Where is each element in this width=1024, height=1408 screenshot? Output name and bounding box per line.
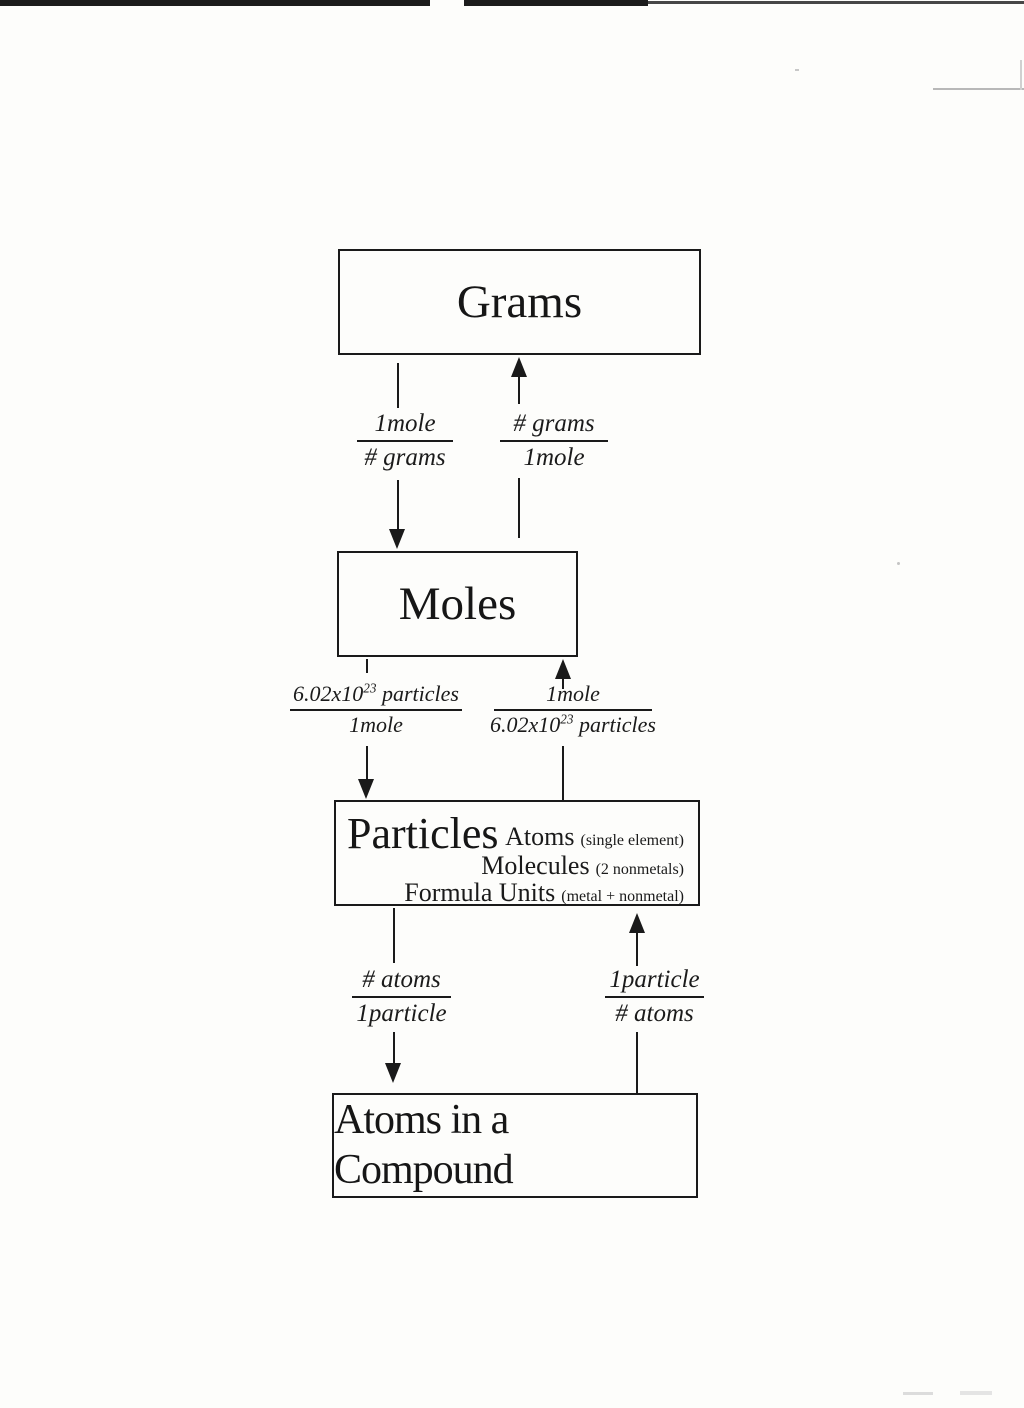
connector-atoms-to-particles-upper — [636, 931, 638, 966]
fraction-denominator: # grams — [364, 444, 446, 471]
fraction-bar — [605, 996, 704, 998]
arrowhead-up-icon — [511, 357, 527, 377]
connector-atoms-to-particles-lower — [636, 1032, 638, 1093]
particle-type-note: (single element) — [580, 832, 684, 849]
fraction-denominator: 6.02x1023 particles — [490, 711, 656, 738]
connector-particles-to-moles-lower — [562, 746, 564, 800]
moles-box: Moles — [337, 551, 578, 657]
connector-moles-to-particles-upper — [366, 659, 368, 673]
connector-moles-to-particles-lower — [366, 746, 368, 782]
connector-grams-to-moles-upper — [397, 363, 399, 408]
arrowhead-down-icon — [358, 779, 374, 799]
atoms-in-compound-label: Atoms in a Compound — [334, 1097, 514, 1194]
denominator-superscript: 23 — [560, 711, 574, 727]
particles-label: Particles — [347, 809, 499, 858]
scan-artifact-speck — [795, 69, 799, 71]
scan-artifact-top-bar — [0, 0, 648, 6]
particle-type-name: Molecules — [481, 851, 590, 880]
scan-artifact-topright-vline — [1020, 60, 1022, 90]
fraction-atoms-to-particles: 1particle # atoms — [605, 966, 704, 1028]
scan-artifact-topright-hline — [933, 88, 1024, 90]
scan-artifact-speck — [897, 562, 900, 565]
connector-particles-to-atoms-upper — [393, 908, 395, 963]
particle-type-molecules: Molecules (2 nonmetals) — [481, 851, 684, 881]
arrowhead-down-icon — [389, 529, 405, 549]
scan-artifact-top-bar-right — [648, 1, 1024, 4]
fraction-numerator: 1mole — [546, 681, 600, 706]
arrowhead-up-icon — [629, 913, 645, 933]
denominator-base: 6.02x10 — [490, 711, 561, 737]
fraction-particles-to-moles: 1mole 6.02x1023 particles — [490, 681, 656, 737]
scan-artifact-bottom-mark — [960, 1391, 992, 1395]
particle-type-name: Atoms — [505, 822, 575, 851]
connector-moles-to-grams-upper — [518, 375, 520, 404]
fraction-denominator: # atoms — [615, 1000, 694, 1027]
fraction-moles-to-grams: # grams 1mole — [500, 410, 608, 472]
fraction-moles-to-particles: 6.02x1023 particles 1mole — [290, 680, 462, 737]
arrowhead-up-icon — [555, 659, 571, 679]
scan-artifact-bottom-mark — [903, 1392, 933, 1395]
connector-moles-to-grams-lower — [518, 478, 520, 538]
fraction-bar — [352, 996, 451, 998]
fraction-bar — [494, 708, 652, 711]
scan-artifact-top-bar-gap — [430, 0, 464, 7]
particle-type-note: (metal + nonmetal) — [561, 888, 684, 905]
connector-particles-to-moles-upper — [562, 677, 564, 689]
fraction-grams-to-moles: 1mole # grams — [357, 410, 453, 472]
numerator-base: 6.02x10 — [293, 681, 364, 706]
fraction-numerator: 1mole — [374, 410, 436, 437]
particle-type-name: Formula Units — [404, 878, 556, 907]
particle-type-formula-units: Formula Units (metal + nonmetal) — [404, 878, 684, 908]
fraction-particles-to-atoms: # atoms 1particle — [352, 966, 451, 1028]
grams-label: Grams — [456, 276, 583, 328]
fraction-bar — [357, 440, 453, 442]
particle-type-atoms: Atoms (single element) — [505, 822, 684, 852]
fraction-numerator: 1particle — [609, 966, 700, 993]
numerator-rest: particles — [376, 681, 459, 706]
grams-box: Grams — [338, 249, 701, 355]
particle-type-note: (2 nonmetals) — [595, 861, 684, 878]
fraction-denominator: 1mole — [523, 444, 585, 471]
fraction-denominator: 1mole — [349, 711, 403, 737]
arrowhead-down-icon — [385, 1063, 401, 1083]
denominator-rest: particles — [573, 711, 656, 737]
fraction-numerator: # grams — [513, 410, 595, 437]
fraction-denominator: 1particle — [356, 1000, 447, 1027]
fraction-bar — [500, 440, 608, 442]
connector-grams-to-moles-lower — [397, 480, 399, 530]
fraction-numerator: 6.02x1023 particles — [293, 680, 459, 707]
connector-particles-to-atoms-lower — [393, 1032, 395, 1066]
moles-label: Moles — [398, 578, 517, 630]
numerator-superscript: 23 — [363, 680, 377, 696]
particles-box: Particles Atoms (single element) Molecule… — [334, 800, 700, 908]
atoms-in-compound-box: Atoms in a Compound — [332, 1093, 698, 1198]
fraction-bar — [290, 708, 462, 711]
fraction-numerator: # atoms — [362, 966, 441, 993]
